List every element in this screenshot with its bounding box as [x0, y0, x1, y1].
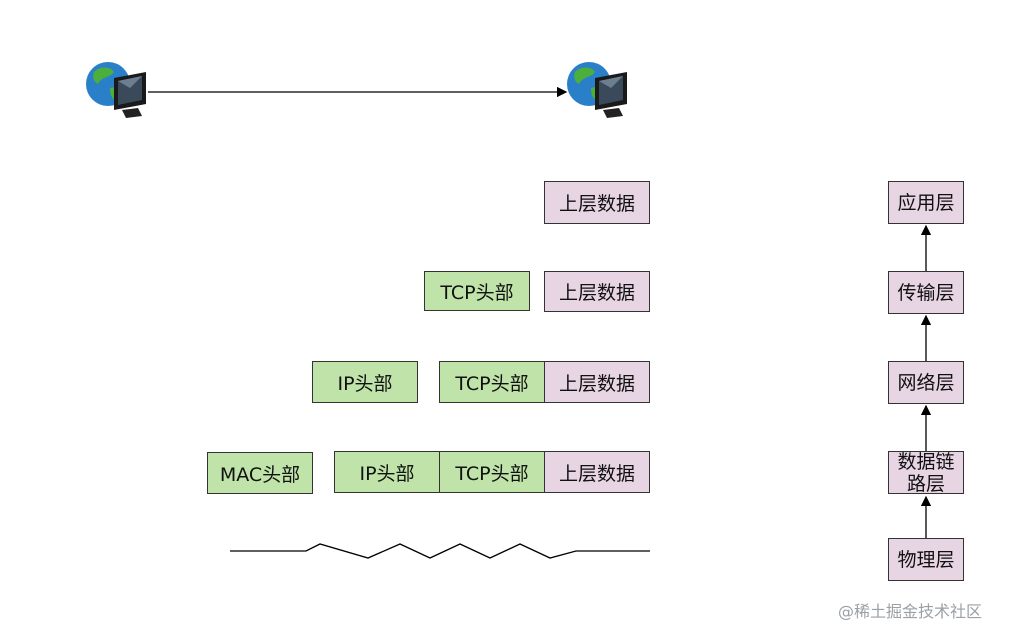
layer-physical: 物理层 [888, 538, 964, 581]
row2-tcp-header-box: TCP头部 [424, 271, 530, 311]
row4-tcp-header-box: TCP头部 [439, 451, 545, 493]
layer-application: 应用层 [888, 181, 964, 224]
row1-data-box: 上层数据 [544, 181, 650, 224]
layer-data-link: 数据链 路层 [888, 451, 964, 495]
row3-ip-header-box: IP头部 [312, 361, 418, 403]
watermark: @稀土掘金技术社区 [838, 602, 983, 621]
row4-mac-header-box: MAC头部 [207, 452, 313, 494]
destination-computer-icon [567, 62, 627, 118]
row4-data-box: 上层数据 [544, 451, 650, 493]
layer-transport: 传输层 [888, 271, 964, 314]
row3-tcp-header-box: TCP头部 [439, 361, 545, 403]
source-computer-icon [86, 62, 146, 118]
row4-ip-header-box: IP头部 [334, 451, 440, 493]
physical-signal-wave [230, 543, 650, 559]
row2-data-box: 上层数据 [544, 271, 650, 312]
layer-network: 网络层 [888, 361, 964, 404]
row3-data-box: 上层数据 [544, 361, 650, 403]
